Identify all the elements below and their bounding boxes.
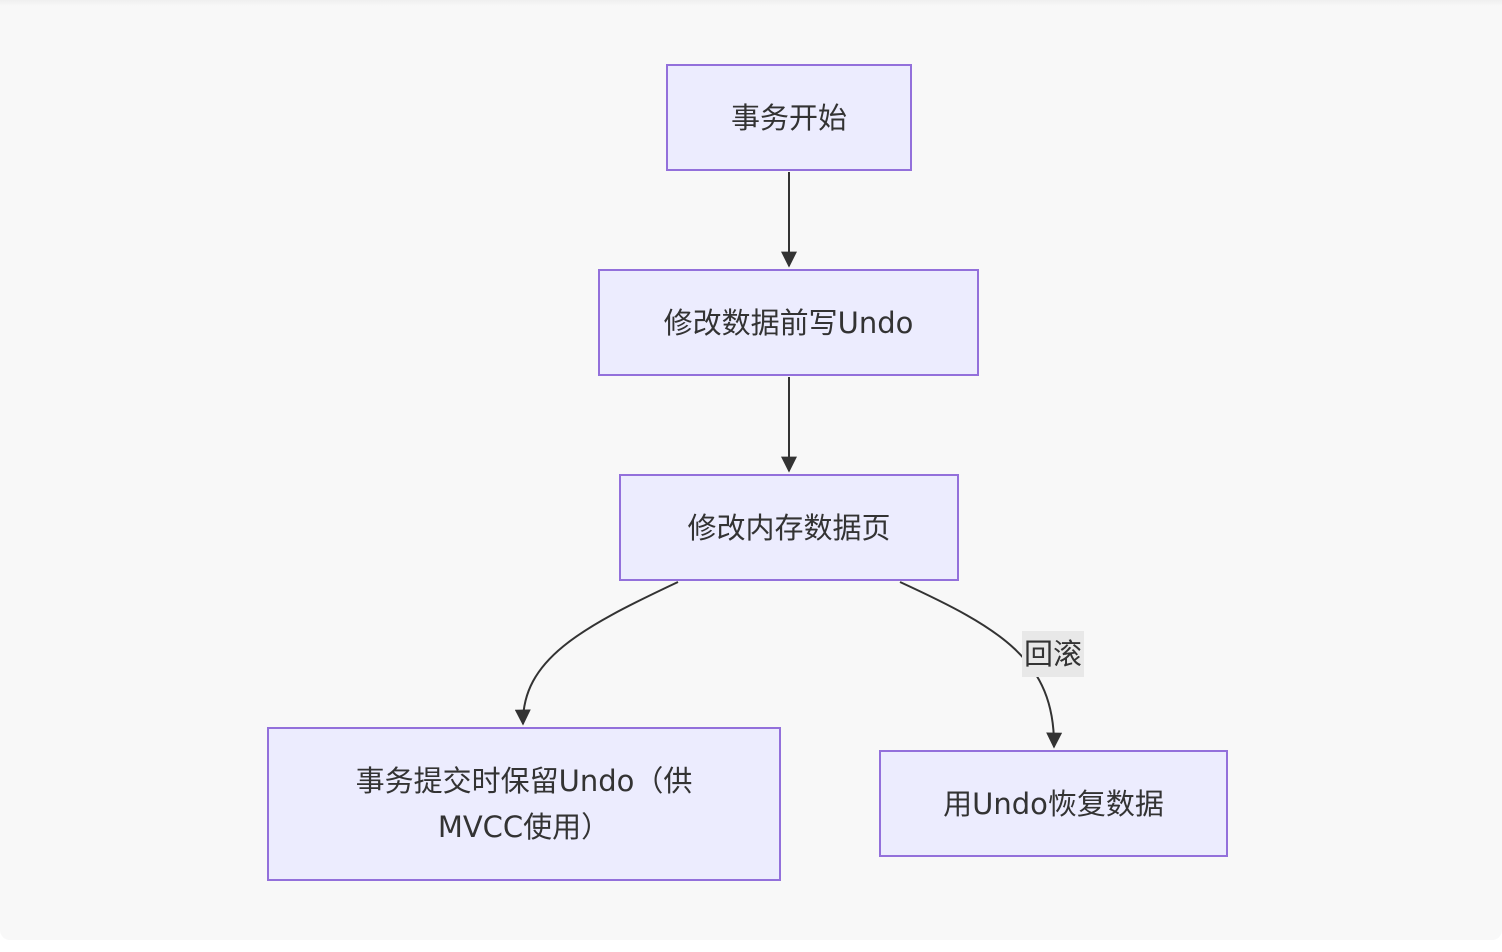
node-restore-with-undo-label: 用Undo恢复数据	[943, 786, 1164, 821]
node-modify-memory-page-label: 修改内存数据页	[687, 510, 891, 545]
node-restore-with-undo: 用Undo恢复数据	[879, 750, 1228, 857]
node-commit-keep-undo: 事务提交时保留Undo（供MVCC使用）	[267, 727, 781, 881]
edge-modify-page-to-commit	[514, 581, 679, 726]
node-transaction-start-label: 事务开始	[730, 100, 847, 135]
node-write-undo-label: 修改数据前写Undo	[663, 305, 914, 340]
edge-modify-page-to-restore	[899, 581, 1063, 749]
node-write-undo: 修改数据前写Undo	[598, 269, 979, 376]
edge-label-rollback: 回滚	[1022, 631, 1085, 677]
node-commit-keep-undo-label: 事务提交时保留Undo（供MVCC使用）	[355, 764, 693, 844]
node-modify-memory-page: 修改内存数据页	[619, 474, 959, 581]
node-transaction-start: 事务开始	[666, 64, 912, 171]
canvas-top-shade	[0, 0, 1502, 6]
